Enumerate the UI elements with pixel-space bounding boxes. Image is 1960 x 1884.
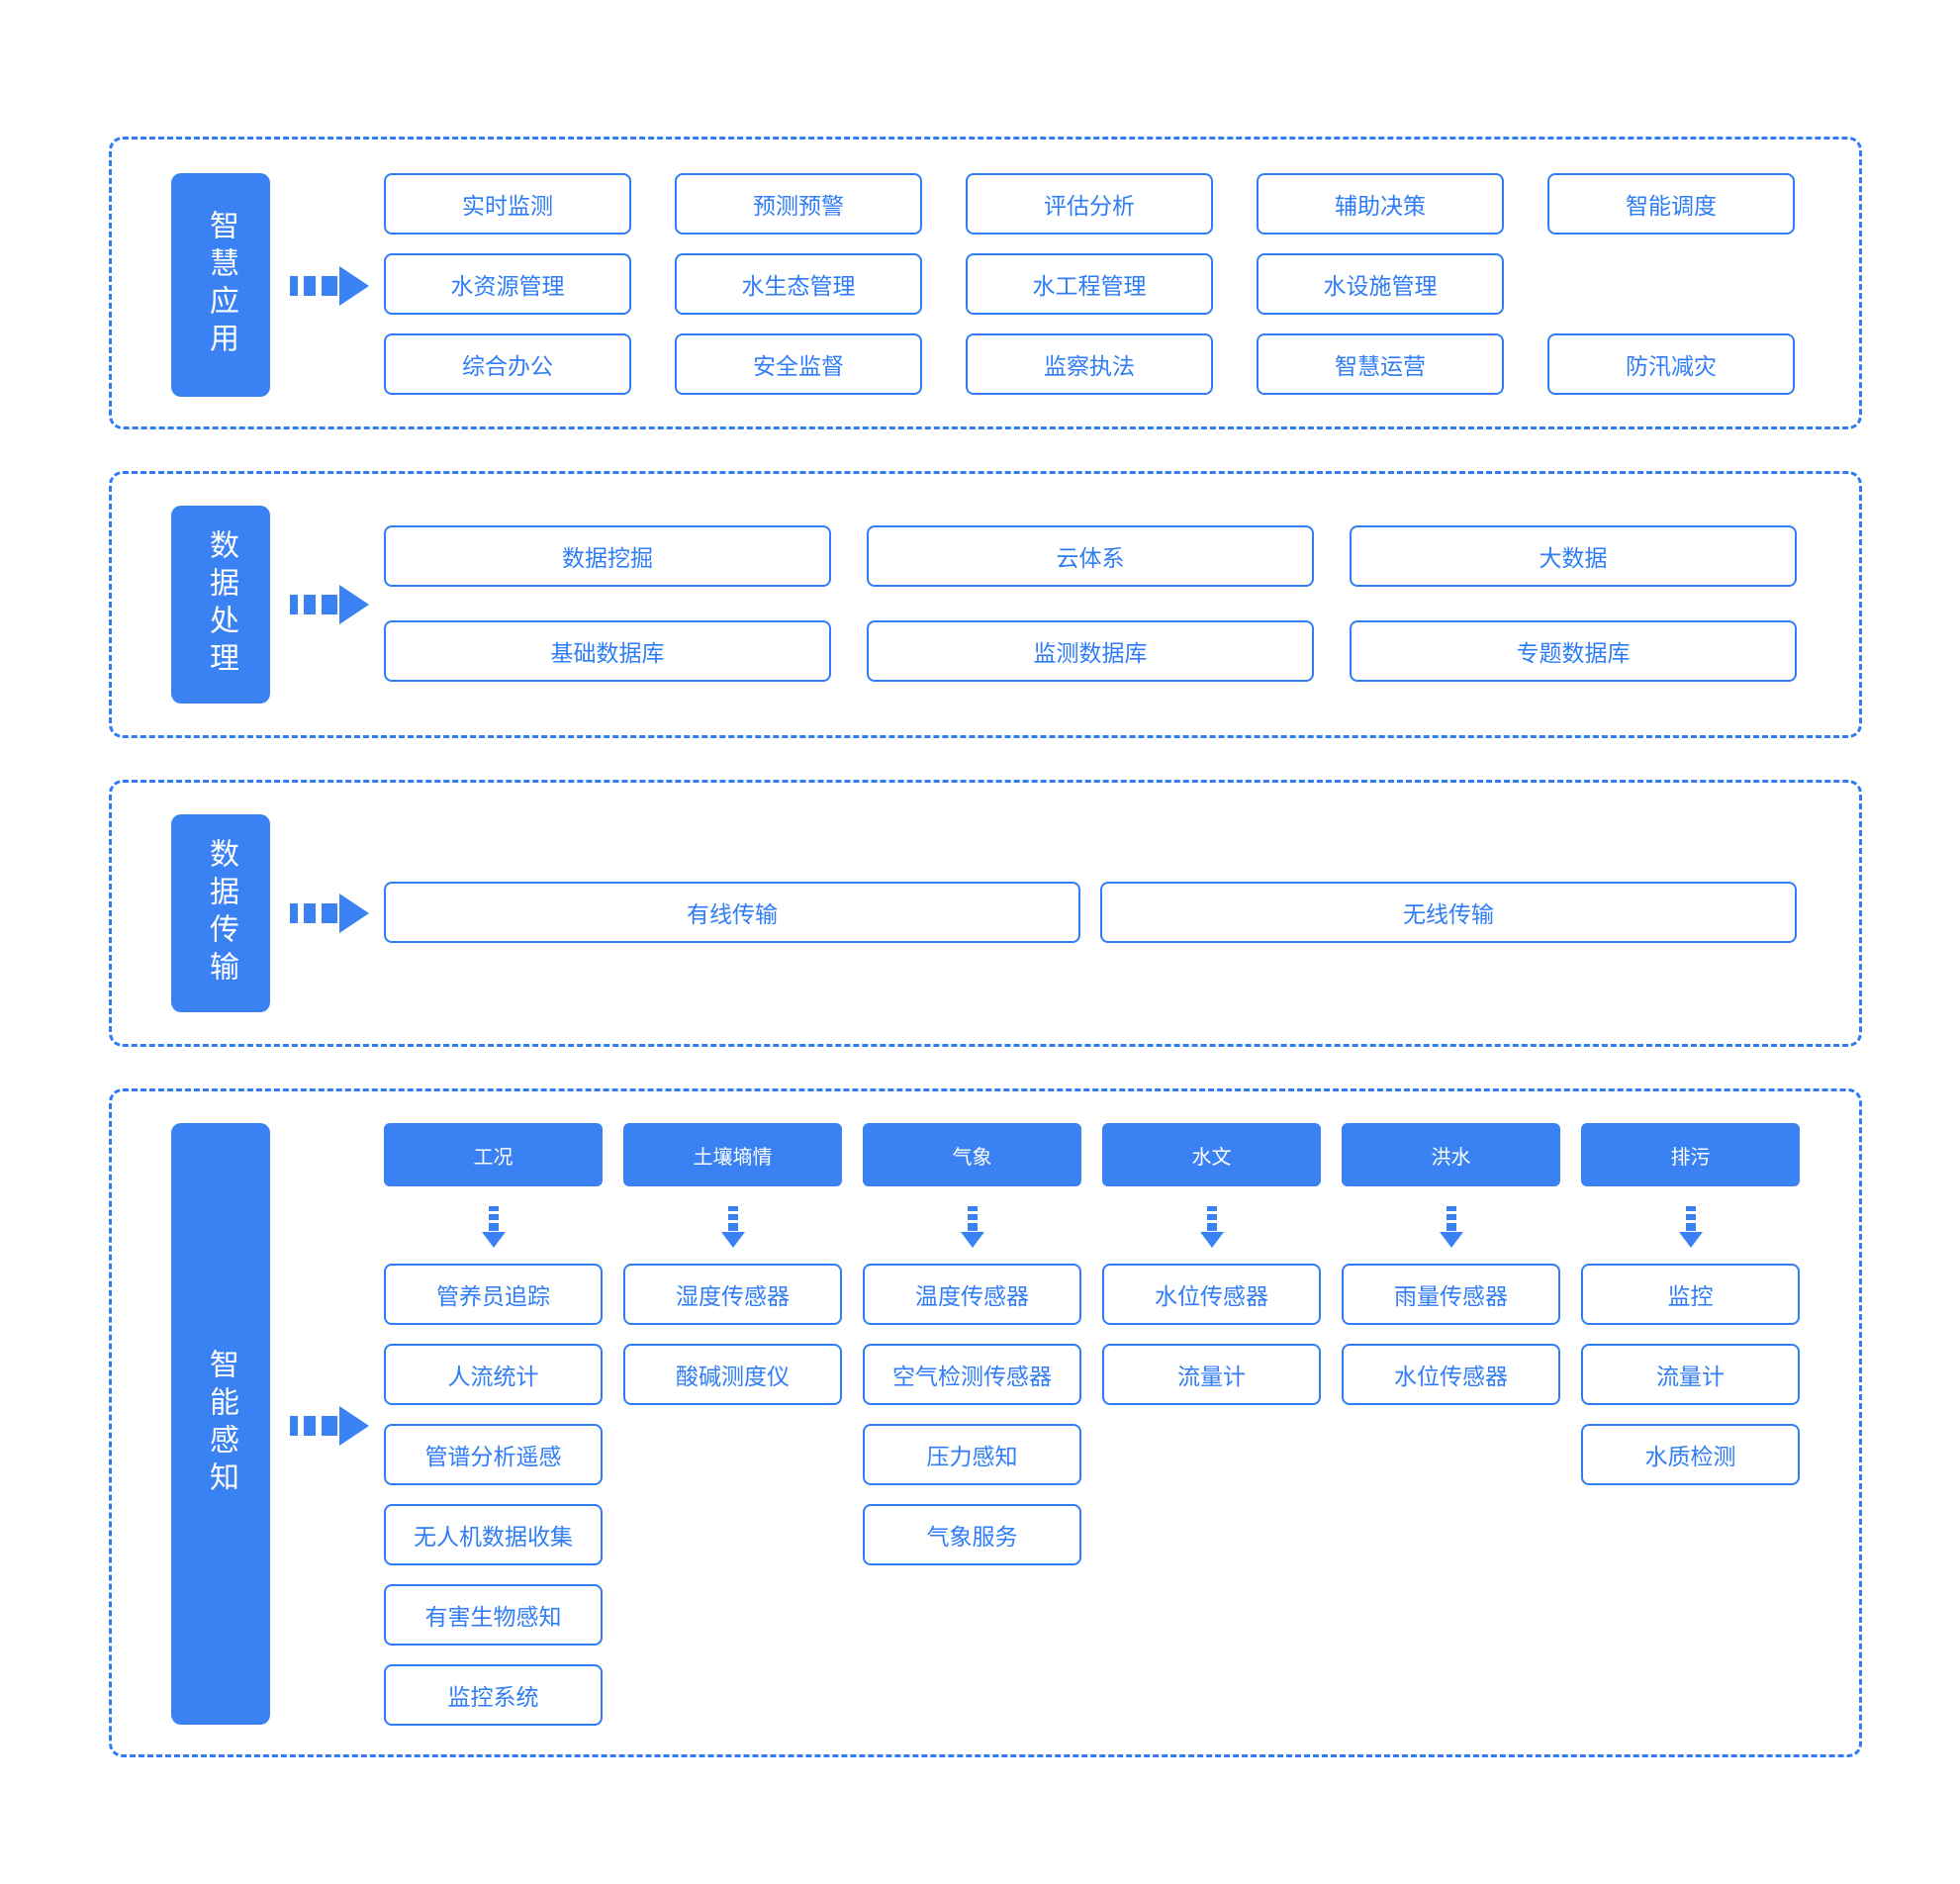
app-item[interactable]: 实时监测 xyxy=(384,173,631,235)
app-item[interactable]: 智能调度 xyxy=(1547,173,1795,235)
transmission-item[interactable]: 无线传输 xyxy=(1100,882,1797,943)
app-item[interactable]: 安全监督 xyxy=(675,333,922,395)
layer-data-transmission: 数据传输 有线传输 无线传输 xyxy=(109,780,1862,1047)
right-arrow-icon xyxy=(290,894,369,933)
down-arrow-icon xyxy=(961,1206,984,1248)
down-arrow-icon xyxy=(1679,1206,1703,1248)
layer-label: 智慧应用 xyxy=(171,173,270,397)
sensor-item[interactable]: 水位传感器 xyxy=(1342,1344,1560,1405)
sensor-item[interactable]: 监控系统 xyxy=(384,1664,603,1726)
layer-smart-sensing: 智能感知 工况 管养员追踪 人流统计 管谱分析遥感 无人机数据收集 有害生物感知… xyxy=(109,1088,1862,1757)
sensor-item[interactable]: 空气检测传感器 xyxy=(863,1344,1081,1405)
processing-item[interactable]: 监测数据库 xyxy=(867,620,1314,682)
sensor-item[interactable]: 监控 xyxy=(1581,1264,1800,1325)
app-item[interactable]: 预测预警 xyxy=(675,173,922,235)
sensor-item[interactable]: 管谱分析遥感 xyxy=(384,1424,603,1485)
category-header[interactable]: 气象 xyxy=(863,1123,1081,1186)
processing-item[interactable]: 基础数据库 xyxy=(384,620,831,682)
category-header[interactable]: 排污 xyxy=(1581,1123,1800,1186)
sensor-item[interactable]: 雨量传感器 xyxy=(1342,1264,1560,1325)
layer-label: 数据处理 xyxy=(171,506,270,704)
sensor-item[interactable]: 压力感知 xyxy=(863,1424,1081,1485)
processing-item[interactable]: 数据挖掘 xyxy=(384,525,831,587)
app-item[interactable]: 评估分析 xyxy=(966,173,1213,235)
app-item[interactable]: 水设施管理 xyxy=(1257,253,1504,315)
transmission-item[interactable]: 有线传输 xyxy=(384,882,1080,943)
sensor-item[interactable]: 人流统计 xyxy=(384,1344,603,1405)
down-arrow-icon xyxy=(1440,1206,1463,1248)
layer-label: 智能感知 xyxy=(171,1123,270,1725)
app-item[interactable]: 水资源管理 xyxy=(384,253,631,315)
sensor-item[interactable]: 酸碱测度仪 xyxy=(623,1344,842,1405)
right-arrow-icon xyxy=(290,585,369,624)
layer-data-processing: 数据处理 数据挖掘 云体系 大数据 基础数据库 监测数据库 专题数据库 xyxy=(109,471,1862,738)
app-item[interactable]: 辅助决策 xyxy=(1257,173,1504,235)
processing-item[interactable]: 专题数据库 xyxy=(1350,620,1797,682)
sensor-item[interactable]: 温度传感器 xyxy=(863,1264,1081,1325)
app-item[interactable]: 水工程管理 xyxy=(966,253,1213,315)
app-item[interactable]: 综合办公 xyxy=(384,333,631,395)
processing-item[interactable]: 云体系 xyxy=(867,525,1314,587)
sensor-item[interactable]: 湿度传感器 xyxy=(623,1264,842,1325)
sensor-item[interactable]: 水位传感器 xyxy=(1102,1264,1321,1325)
category-header[interactable]: 水文 xyxy=(1102,1123,1321,1186)
category-header[interactable]: 土壤墒情 xyxy=(623,1123,842,1186)
category-header[interactable]: 洪水 xyxy=(1342,1123,1560,1186)
right-arrow-icon xyxy=(290,1406,369,1446)
sensor-item[interactable]: 管养员追踪 xyxy=(384,1264,603,1325)
app-item[interactable]: 监察执法 xyxy=(966,333,1213,395)
layer-label: 数据传输 xyxy=(171,814,270,1012)
sensor-item[interactable]: 流量计 xyxy=(1581,1344,1800,1405)
app-item[interactable]: 防汛减灾 xyxy=(1547,333,1795,395)
sensor-item[interactable]: 气象服务 xyxy=(863,1504,1081,1565)
app-item[interactable]: 智慧运营 xyxy=(1257,333,1504,395)
sensor-item[interactable]: 有害生物感知 xyxy=(384,1584,603,1646)
sensor-item[interactable]: 无人机数据收集 xyxy=(384,1504,603,1565)
category-header[interactable]: 工况 xyxy=(384,1123,603,1186)
sensor-item[interactable]: 水质检测 xyxy=(1581,1424,1800,1485)
right-arrow-icon xyxy=(290,266,369,306)
down-arrow-icon xyxy=(482,1206,506,1248)
app-item[interactable]: 水生态管理 xyxy=(675,253,922,315)
layer-smart-application: 智慧应用 实时监测 预测预警 评估分析 辅助决策 智能调度 水资源管理 水生态管… xyxy=(109,137,1862,429)
sensor-item[interactable]: 流量计 xyxy=(1102,1344,1321,1405)
processing-item[interactable]: 大数据 xyxy=(1350,525,1797,587)
down-arrow-icon xyxy=(1200,1206,1224,1248)
down-arrow-icon xyxy=(721,1206,745,1248)
